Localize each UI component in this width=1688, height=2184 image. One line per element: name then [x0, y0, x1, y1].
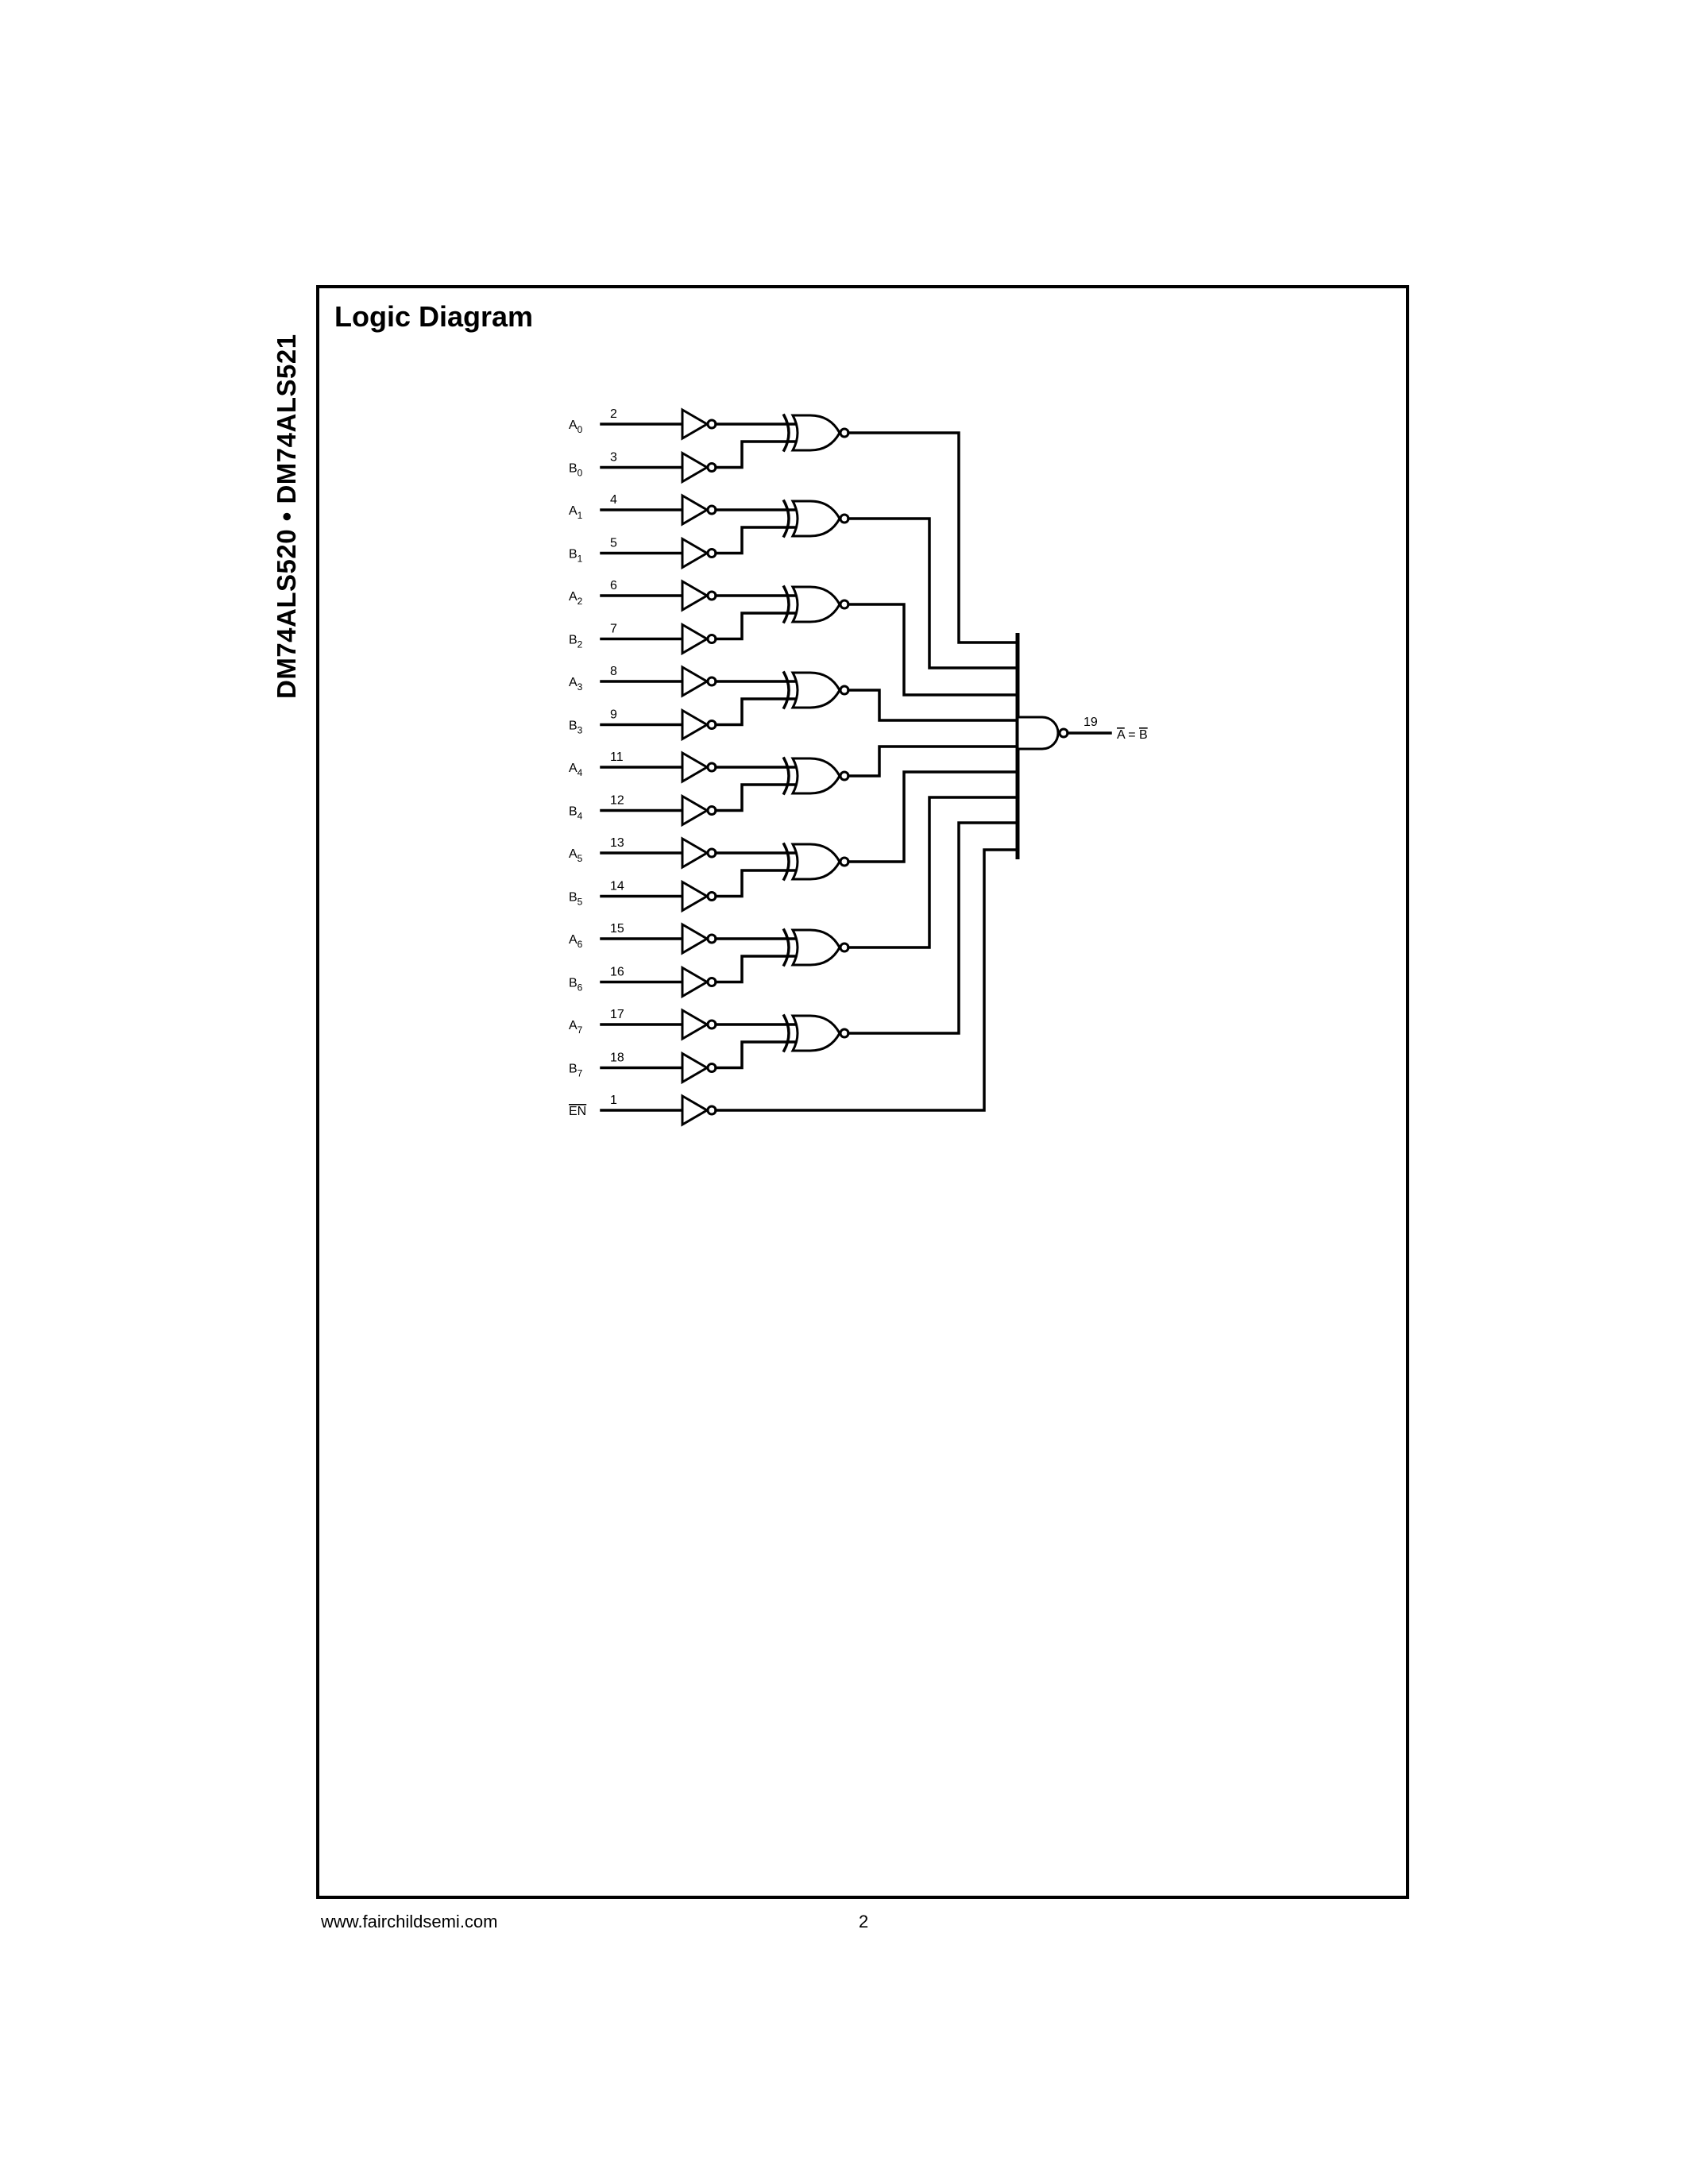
- pin-number: 6: [610, 579, 617, 592]
- xnor-input-b-wire: [714, 783, 798, 812]
- xnor-output-wire: [847, 689, 1018, 722]
- xnor-output-wire: [847, 796, 1018, 949]
- input-label: A0: [569, 419, 583, 435]
- inverter-icon: [681, 836, 709, 870]
- inverter-icon: [681, 665, 709, 698]
- pin-number: 15: [610, 922, 624, 936]
- input-label: B2: [569, 634, 583, 650]
- xnor-output-wire: [847, 431, 1018, 644]
- input-label: B4: [569, 805, 583, 822]
- section-title: Logic Diagram: [334, 300, 534, 333]
- nand-gate-icon: [1016, 716, 1060, 751]
- inverter-icon: [681, 879, 709, 913]
- pin-number: 14: [610, 880, 624, 893]
- input-label: A4: [569, 762, 583, 778]
- xnor-gate-icon: [790, 585, 841, 623]
- pin-number: 2: [610, 407, 617, 421]
- input-label: A3: [569, 676, 583, 693]
- pin-number: 18: [610, 1051, 624, 1065]
- inverter-icon: [681, 536, 709, 570]
- pin-number: 7: [610, 623, 617, 636]
- inverter-icon: [681, 965, 709, 999]
- inverter-icon: [681, 751, 709, 784]
- content-frame: [316, 285, 1409, 1899]
- output-pin-number: 19: [1083, 716, 1098, 729]
- inverter-icon: [681, 450, 709, 484]
- input-label: B7: [569, 1063, 583, 1079]
- input-label: EN: [569, 1105, 586, 1118]
- xnor-gate-icon: [790, 671, 841, 709]
- xnor-back-arc: [782, 499, 790, 538]
- pin-number: 11: [610, 751, 624, 764]
- xnor-gate-icon: [790, 843, 841, 881]
- output-label: A = B: [1117, 728, 1148, 742]
- xnor-output-wire: [847, 745, 1018, 778]
- xnor-gate-icon: [790, 757, 841, 795]
- pin-number: 3: [610, 451, 617, 465]
- pin-number: 13: [610, 836, 624, 850]
- input-label: B0: [569, 462, 583, 479]
- pin-number: 16: [610, 966, 624, 979]
- inverter-icon: [681, 579, 709, 612]
- xnor-back-arc: [782, 756, 790, 796]
- xnor-output-wire: [847, 821, 1018, 1035]
- input-label: B5: [569, 891, 583, 908]
- xnor-gate-icon: [790, 928, 841, 967]
- xnor-input-b-wire: [714, 869, 798, 898]
- input-label: A2: [569, 590, 583, 607]
- inverter-icon: [681, 793, 709, 828]
- xnor-input-b-wire: [714, 955, 798, 984]
- xnor-output-wire: [847, 770, 1018, 863]
- pin-number: 5: [610, 537, 617, 550]
- pin-number: 9: [610, 708, 617, 722]
- footer-url-link[interactable]: www.fairchildsemi.com: [321, 1912, 498, 1931]
- xnor-input-b-wire: [714, 526, 798, 555]
- xnor-input-b-wire: [714, 697, 798, 727]
- xnor-back-arc: [782, 670, 790, 710]
- page-number: 2: [859, 1912, 869, 1931]
- input-label: B3: [569, 720, 583, 736]
- pin-number: 8: [610, 665, 617, 678]
- xnor-gate-icon: [790, 414, 841, 452]
- xnor-back-arc: [782, 842, 790, 882]
- pin-number: 17: [610, 1008, 624, 1021]
- xnor-back-arc: [782, 928, 790, 967]
- pin-number: 12: [610, 794, 624, 808]
- input-label: B6: [569, 977, 583, 994]
- input-label: A7: [569, 1019, 583, 1036]
- pin-number: 1: [610, 1094, 617, 1107]
- inverter-icon: [681, 1008, 709, 1041]
- inverter-icon: [681, 708, 709, 742]
- xnor-gate-icon: [790, 1014, 841, 1052]
- input-label: A5: [569, 847, 583, 864]
- input-label: B1: [569, 548, 583, 565]
- pin-number: 4: [610, 493, 617, 507]
- inverter-icon: [681, 1094, 709, 1127]
- xnor-back-arc: [782, 585, 790, 624]
- xnor-input-b-wire: [714, 1040, 798, 1070]
- inverter-icon: [681, 1051, 709, 1085]
- xnor-output-wire: [847, 517, 1018, 669]
- xnor-output-wire: [847, 603, 1018, 696]
- inverter-icon: [681, 922, 709, 955]
- xnor-gate-icon: [790, 500, 841, 538]
- xnor-input-b-wire: [714, 612, 798, 641]
- xnor-back-arc: [782, 413, 790, 453]
- enable-wire: [714, 848, 1018, 1112]
- inverter-icon: [681, 407, 709, 441]
- inverter-icon: [681, 493, 709, 527]
- xnor-back-arc: [782, 1013, 790, 1053]
- inverter-icon: [681, 622, 709, 656]
- input-label: A6: [569, 933, 583, 950]
- input-label: A1: [569, 504, 583, 521]
- xnor-input-b-wire: [714, 440, 798, 469]
